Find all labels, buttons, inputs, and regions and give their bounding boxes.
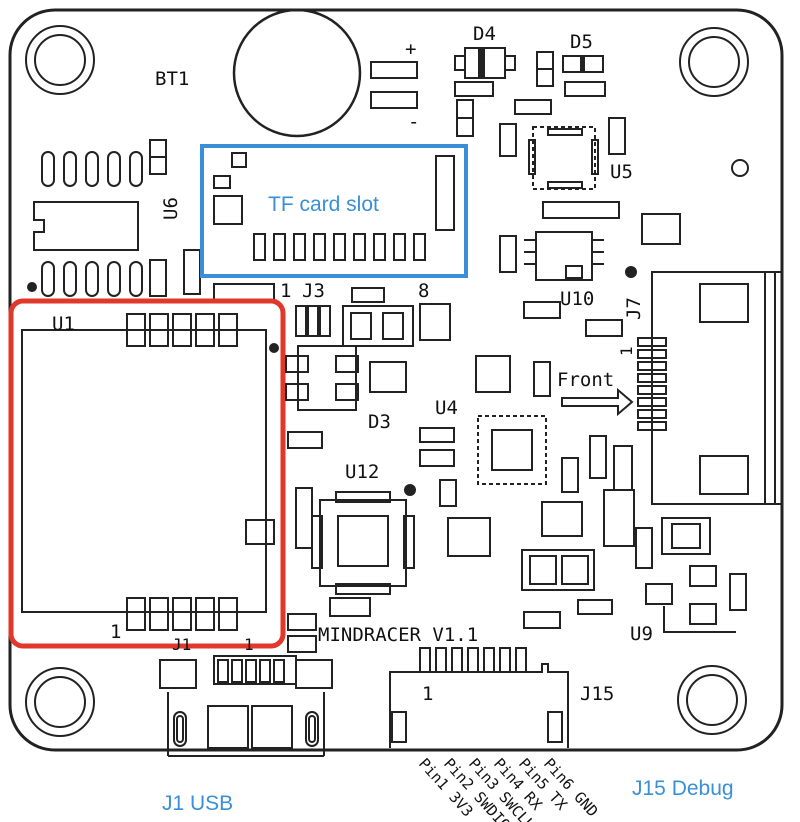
- tf-card-slot: [213, 152, 455, 261]
- label-u4: U4: [435, 397, 458, 419]
- mounting-hole-bottom-left: [25, 667, 95, 737]
- label-plus: +: [405, 38, 416, 60]
- mounting-hole-top-right: [679, 27, 749, 97]
- board-name: MINDRACER V1.1: [318, 624, 478, 646]
- label-d5: D5: [570, 31, 593, 53]
- label-j3: J3: [302, 280, 325, 302]
- connector-j15: [389, 647, 569, 748]
- label-j7: J7: [623, 297, 645, 320]
- label-j15: J15: [580, 683, 614, 705]
- label-u9: U9: [630, 623, 653, 645]
- label-u1: U1: [52, 313, 75, 335]
- diode-d5: [562, 55, 604, 73]
- tf-card-label: TF card slot: [268, 193, 379, 216]
- j15-debug-caption: J15 Debug: [632, 777, 734, 800]
- chip-u4: [477, 415, 547, 485]
- chip-u9: [635, 517, 747, 633]
- battery-bt1: [232, 8, 362, 138]
- label-j1-pin1: 1: [244, 635, 254, 654]
- diode-d4: [454, 47, 516, 79]
- chip-u5: [528, 126, 599, 190]
- label-j3-pin8: 8: [418, 280, 429, 302]
- j1-usb-caption: J1 USB: [162, 792, 233, 815]
- label-j1: J1: [172, 635, 191, 654]
- label-u10: U10: [560, 288, 594, 310]
- label-j3-pin1: 1: [280, 280, 291, 302]
- label-j15-pin1: 1: [422, 683, 433, 705]
- label-u5: U5: [610, 161, 633, 183]
- connector-j3: [295, 287, 451, 347]
- connector-j1-usb: [159, 655, 333, 757]
- tf-card-highlight: [200, 144, 468, 278]
- chip-u12: [295, 487, 613, 629]
- mounting-hole-bottom-right: [677, 665, 747, 735]
- label-minus: -: [408, 111, 419, 133]
- label-d4: D4: [473, 23, 496, 45]
- chip-u10: [499, 231, 623, 337]
- label-u6: U6: [160, 197, 182, 220]
- u1-highlight: [8, 298, 286, 649]
- fiducial: [731, 159, 749, 177]
- label-u1-pin1: 1: [110, 621, 121, 643]
- diode-d3: [285, 345, 407, 449]
- chip-u1: [21, 313, 275, 631]
- label-d3: D3: [368, 411, 391, 433]
- label-j7-pin1: 1: [617, 346, 636, 356]
- label-front: Front: [557, 369, 614, 391]
- chip-u6: [33, 151, 143, 297]
- connector-j7: [637, 271, 782, 505]
- mounting-hole-top-left: [25, 25, 95, 95]
- label-bt1: BT1: [155, 68, 189, 90]
- label-u12: U12: [345, 461, 379, 483]
